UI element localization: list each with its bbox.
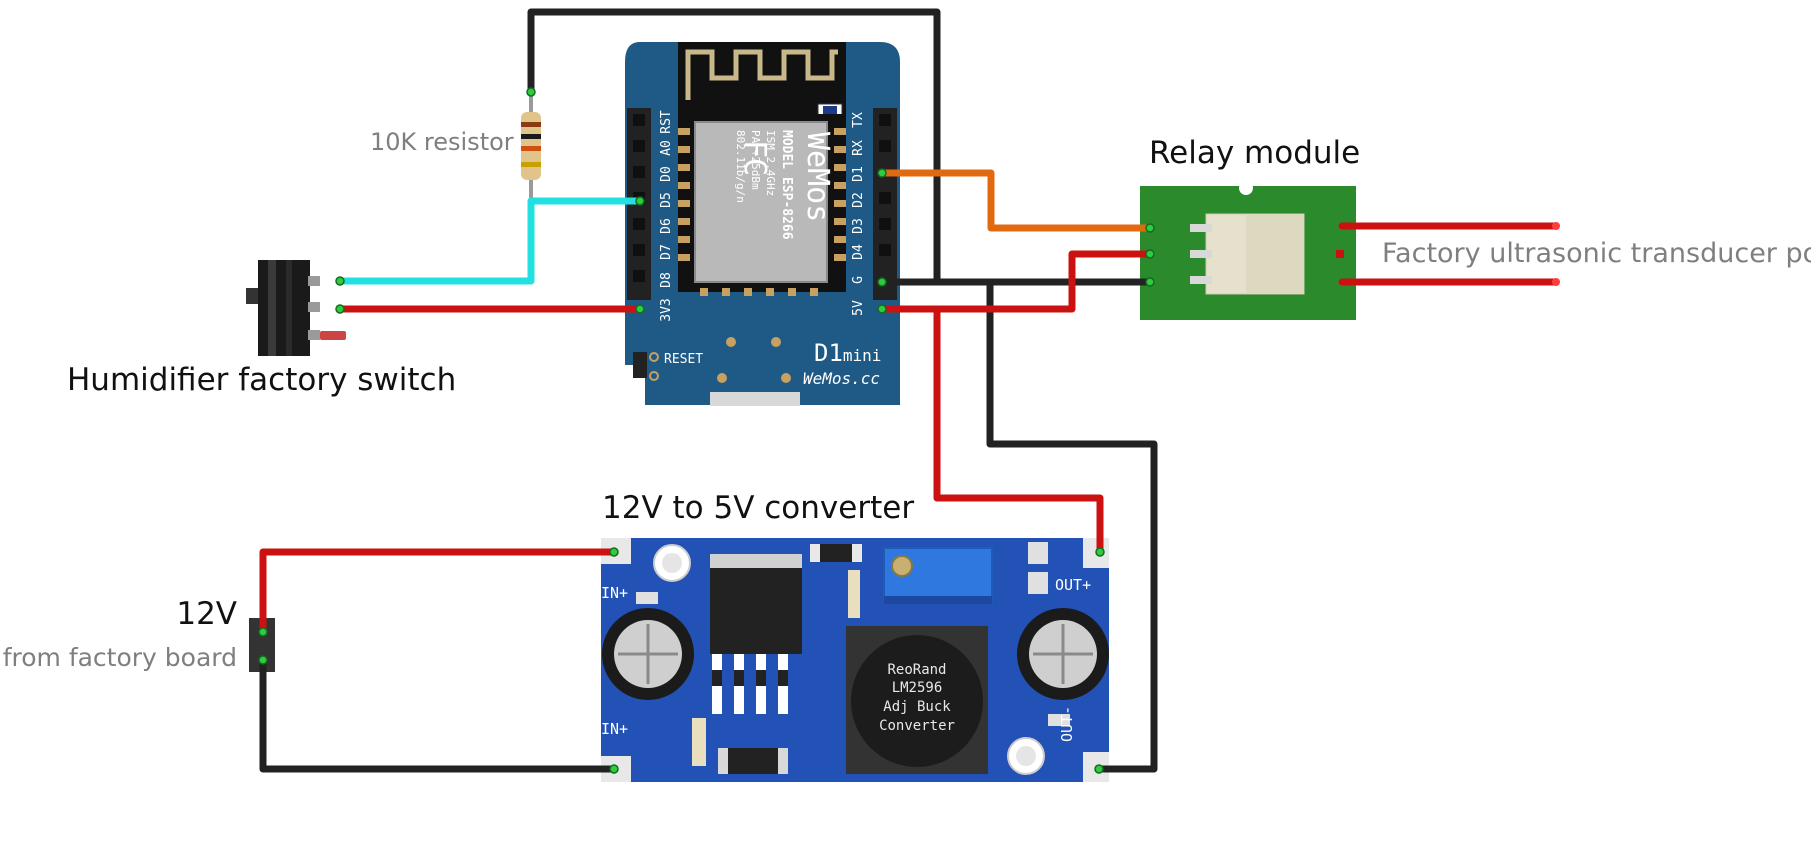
module-pads: [678, 128, 846, 296]
fcc-logo: FC: [737, 140, 772, 176]
resistor-label: 10K resistor: [370, 128, 514, 156]
inductor-line-1: ReoRand: [887, 662, 946, 678]
chip-label: MODEL ESP-8266 ISM 2.4GHz PA +25dBm 802.…: [734, 130, 794, 240]
board-name: D1mini: [814, 339, 881, 367]
relay-label: Relay module: [1149, 135, 1360, 171]
pin-label-d3: D3: [851, 218, 866, 234]
pin-label-d5: D5: [659, 192, 674, 208]
relay-module: [1140, 181, 1356, 320]
chip-line-1: MODEL ESP-8266: [779, 130, 794, 240]
header-holes: [633, 114, 891, 282]
pin-label-3v3: 3V3: [659, 298, 674, 321]
chip-brand: WeMos: [800, 132, 835, 222]
chip-line-2: ISM 2.4GHz: [764, 130, 777, 196]
converter-label: 12V to 5V converter: [602, 490, 914, 526]
transducer-label: Factory ultrasonic transducer power: [1382, 238, 1811, 269]
transducer-terminals: [1552, 222, 1560, 286]
d1-mini-board: MODEL ESP-8266 ISM 2.4GHz PA +25dBm 802.…: [625, 42, 900, 406]
resistor-10k: [521, 90, 541, 200]
supply-voltage-label: 12V: [176, 596, 237, 632]
wires: [259, 8, 1560, 773]
pin-label-d0: D0: [659, 166, 674, 182]
pin-label-d6: D6: [659, 218, 674, 234]
reset-label: RESET: [664, 352, 703, 367]
pin-label-out-top: OUT+: [1055, 576, 1091, 594]
usb-port: [710, 392, 800, 406]
chip-line-4: 802.11b/g/n: [734, 130, 747, 203]
inductor-line-4: Converter: [879, 718, 955, 734]
buck-converter-board: ReoRand LM2596 Adj Buck Converter IN+ IN…: [601, 538, 1109, 782]
pin-label-in-bottom: IN+: [601, 720, 628, 738]
pin-label-d2: D2: [851, 192, 866, 208]
supply-source-label: from factory board: [3, 643, 237, 672]
pin-label-d8: D8: [659, 272, 674, 288]
humidifier-switch: [246, 260, 346, 356]
inductor-line-3: Adj Buck: [883, 699, 951, 715]
pin-label-in-top: IN+: [601, 584, 628, 602]
pin-label-d7: D7: [659, 244, 674, 260]
pin-label-a0: A0: [659, 140, 674, 156]
pin-label-tx: TX: [851, 112, 866, 128]
reset-button: [633, 352, 647, 378]
inductor-line-2: LM2596: [892, 680, 943, 696]
pin-label-d4: D4: [851, 244, 866, 260]
board-site: WeMos.cc: [803, 369, 880, 388]
switch-label: Humidifier factory switch: [67, 362, 456, 398]
pin-label-rst: RST: [659, 110, 674, 134]
pin-label-d1: D1: [851, 166, 866, 182]
pin-label-rx: RX: [851, 140, 866, 156]
wire-endpoints: [258, 87, 1155, 774]
right-pin-labels: TX RX D1 D2 D3 D4 G 5V: [851, 112, 866, 316]
pin-label-5v: 5V: [851, 300, 866, 316]
chip-line-3: PA +25dBm: [749, 130, 762, 190]
pin-label-out-bottom: OUT-: [1058, 706, 1076, 742]
pin-label-g: G: [851, 276, 866, 284]
left-pin-labels: RST A0 D0 D5 D6 D7 D8 3V3: [659, 110, 674, 322]
